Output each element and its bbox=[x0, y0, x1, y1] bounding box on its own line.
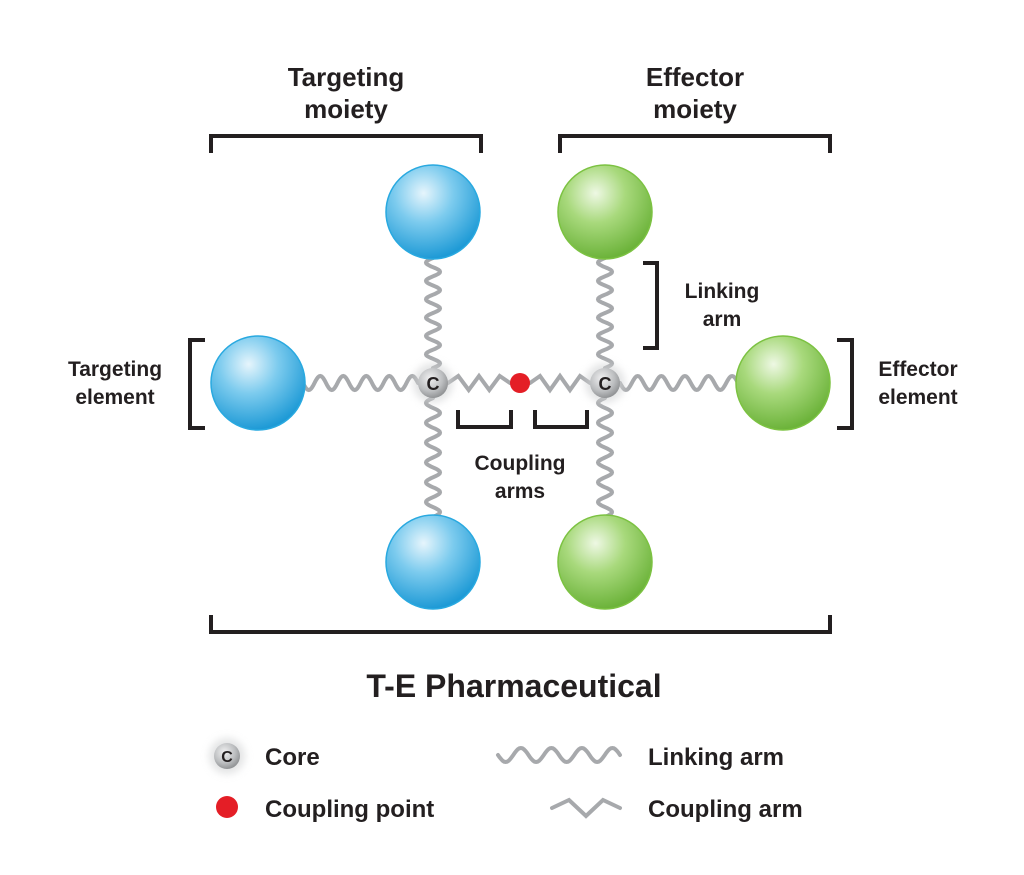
effector-moiety-label-1: Effector bbox=[646, 62, 744, 92]
core-letter: C bbox=[599, 374, 612, 394]
coupling-arm bbox=[446, 372, 512, 394]
legend-coupling-arm-icon bbox=[550, 797, 622, 819]
linking-arm-bracket bbox=[643, 261, 659, 350]
targeting-element-bracket bbox=[188, 338, 205, 430]
legend-core-label: Core bbox=[265, 744, 320, 771]
targeting-element bbox=[385, 164, 481, 260]
diagram-title: T-E Pharmaceutical bbox=[366, 668, 661, 704]
t-e-pharmaceutical-bracket bbox=[209, 615, 832, 634]
targeting-moiety-label-2: moiety bbox=[304, 94, 388, 124]
effector-moiety-label-2: moiety bbox=[653, 94, 737, 124]
effector-element-label-1: Effector bbox=[878, 358, 957, 381]
legend-coupling-point-icon bbox=[216, 796, 238, 818]
targeting-element-label-1: Targeting bbox=[68, 358, 162, 381]
targeting-element bbox=[385, 514, 481, 610]
legend-linking-arm-label: Linking arm bbox=[648, 744, 784, 771]
legend-coupling-arm-label: Coupling arm bbox=[648, 796, 803, 823]
core-left: C bbox=[413, 363, 453, 403]
legend-core-icon: C bbox=[209, 738, 245, 774]
linking-arm bbox=[423, 396, 443, 519]
effector-moiety-bracket bbox=[558, 134, 832, 153]
coupling-arm-bracket-left bbox=[456, 410, 513, 429]
linking-arm bbox=[301, 373, 420, 393]
legend: C Core Coupling point Linking arm Coupli… bbox=[209, 738, 803, 823]
targeting-element-label-2: element bbox=[75, 386, 154, 409]
core-letter: C bbox=[427, 374, 440, 394]
coupling-arm-bracket-right bbox=[533, 410, 589, 429]
linking-arm-label-2: arm bbox=[703, 308, 742, 331]
effector-element bbox=[735, 335, 831, 431]
coupling-point bbox=[510, 373, 530, 393]
effector-element-bracket bbox=[837, 338, 854, 430]
coupling-arm bbox=[528, 372, 592, 394]
linking-arm bbox=[595, 396, 615, 519]
core-right: C bbox=[585, 363, 625, 403]
coupling-arms-label-2: arms bbox=[495, 480, 545, 503]
linking-arm bbox=[618, 373, 740, 393]
targeting-element bbox=[210, 335, 306, 431]
targeting-moiety-bracket bbox=[209, 134, 483, 153]
effector-element bbox=[557, 514, 653, 610]
effector-element-label-2: element bbox=[878, 386, 957, 409]
linking-arm bbox=[595, 256, 615, 370]
legend-linking-arm-icon bbox=[496, 745, 622, 765]
linking-arm bbox=[423, 256, 443, 370]
targeting-moiety-label-1: Targeting bbox=[288, 62, 405, 92]
effector-element bbox=[557, 164, 653, 260]
coupling-arms-label-1: Coupling bbox=[475, 452, 566, 475]
linking-arm-label-1: Linking bbox=[685, 280, 760, 303]
svg-text:C: C bbox=[221, 749, 233, 766]
legend-coupling-point-label: Coupling point bbox=[265, 796, 434, 823]
